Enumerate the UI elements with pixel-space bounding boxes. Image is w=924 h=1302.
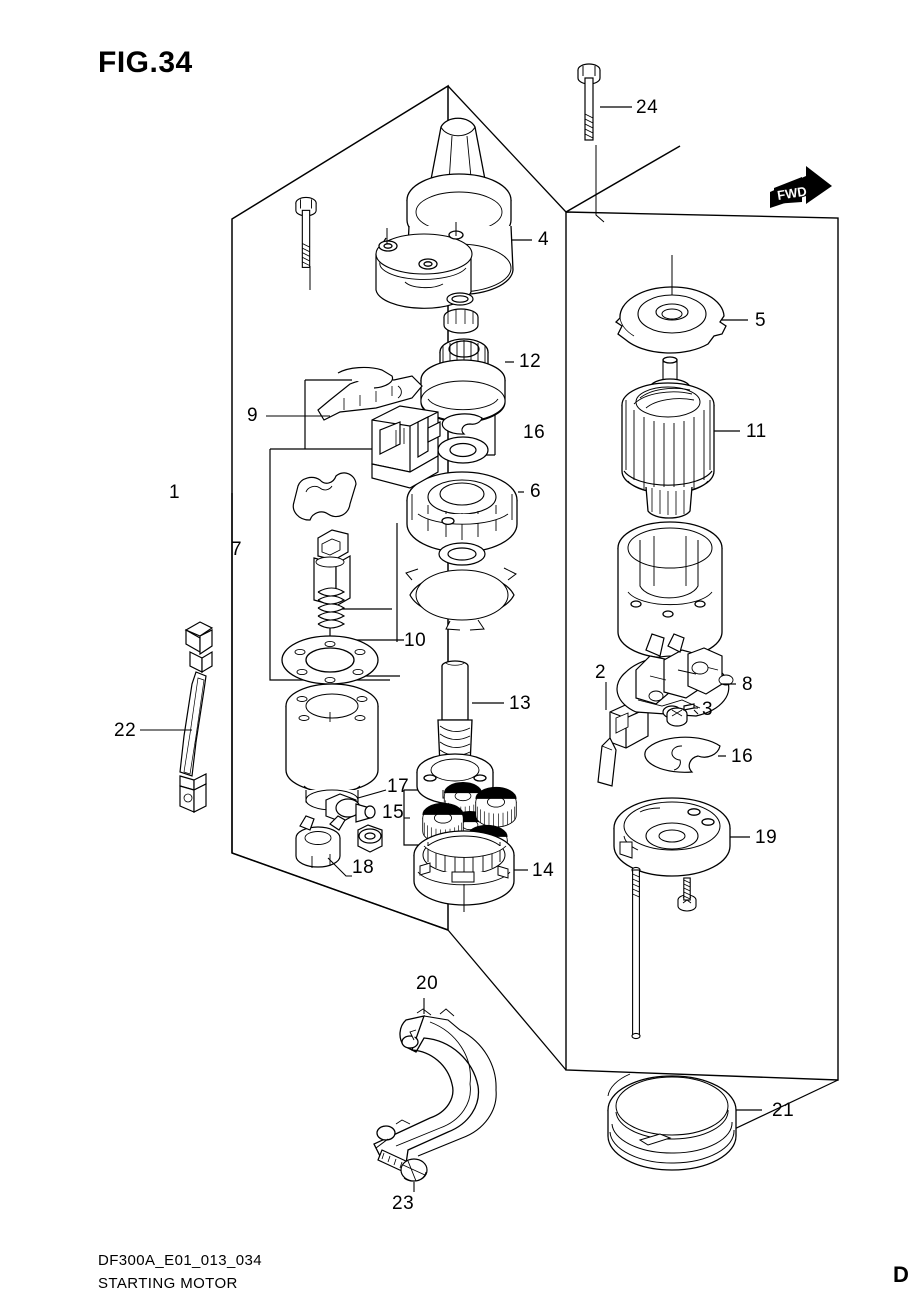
part-12-pinion — [420, 338, 506, 423]
callout-16[interactable]: 16 — [523, 422, 546, 443]
callout-23[interactable]: 23 — [392, 1193, 415, 1214]
callout-2[interactable]: 2 — [595, 662, 607, 683]
callout-14[interactable]: 14 — [532, 860, 555, 881]
callout-19[interactable]: 19 — [755, 827, 778, 848]
part-4-solenoid — [375, 117, 514, 309]
figure-title: FIG.34 — [98, 46, 193, 79]
upper-bolt — [295, 196, 317, 268]
part-11-armature — [621, 356, 715, 519]
brush-holder-block-left — [371, 405, 441, 489]
part-3-screw — [666, 703, 695, 727]
part-20-clamp-strap — [373, 1008, 497, 1165]
part-7-internals — [292, 472, 357, 629]
callout-10[interactable]: 10 — [404, 630, 427, 651]
callout-20[interactable]: 20 — [416, 973, 439, 994]
callout-9[interactable]: 9 — [247, 405, 259, 426]
callout-3[interactable]: 3 — [702, 699, 714, 720]
callout-7[interactable]: 7 — [231, 539, 243, 560]
callout-17[interactable]: 17 — [387, 776, 410, 797]
part-24-bolt — [577, 63, 601, 141]
part-16-washers-mid — [437, 413, 489, 464]
part-2-brush — [597, 701, 649, 787]
page-corner-mark: D — [893, 1262, 909, 1287]
part-14-ring-gear — [413, 830, 515, 906]
svg-text:FWD: FWD — [776, 184, 808, 203]
footer-part-code: DF300A_E01_013_034 — [98, 1252, 262, 1269]
part-22-lead-wire — [179, 621, 214, 813]
callout-4[interactable]: 4 — [538, 229, 550, 250]
part-19-end-cover — [613, 797, 731, 877]
callout-8[interactable]: 8 — [742, 674, 754, 695]
footer-figure-name: STARTING MOTOR — [98, 1275, 238, 1292]
callout-1[interactable]: 1 — [169, 482, 181, 503]
callout-15[interactable]: 15 — [382, 802, 405, 823]
callout-6[interactable]: 6 — [530, 481, 542, 502]
callout-16b[interactable]: 16 — [731, 746, 754, 767]
part-17-terminal-stud — [325, 793, 383, 853]
through-bolt — [631, 866, 641, 1040]
part-10-plunger-assembly — [281, 635, 379, 811]
cover-screw — [677, 877, 697, 912]
callout-24[interactable]: 24 — [636, 97, 659, 118]
part-18-bracket — [295, 815, 346, 868]
part-23-clamp-bolt — [377, 1149, 428, 1182]
oring-bushing — [443, 292, 479, 334]
part-13-output-shaft — [416, 660, 494, 805]
part-9-shift-fork — [317, 366, 423, 421]
part-8-brush-holder — [616, 633, 734, 719]
motor-yoke-case — [617, 521, 723, 659]
part-5-washer-plate — [614, 286, 727, 354]
callout-11[interactable]: 11 — [746, 421, 767, 442]
fwd-arrow-icon: FWD — [770, 166, 832, 208]
part-6-drive-housing — [406, 471, 518, 553]
callout-22[interactable]: 22 — [114, 720, 137, 741]
callout-12[interactable]: 12 — [519, 351, 542, 372]
callout-18[interactable]: 18 — [352, 857, 375, 878]
callout-21[interactable]: 21 — [772, 1100, 795, 1121]
callout-5[interactable]: 5 — [755, 310, 767, 331]
part-16-washer-right — [644, 736, 721, 773]
oring-gasket — [405, 542, 517, 631]
callout-13[interactable]: 13 — [509, 693, 532, 714]
part-21-rubber-band — [607, 1073, 737, 1171]
